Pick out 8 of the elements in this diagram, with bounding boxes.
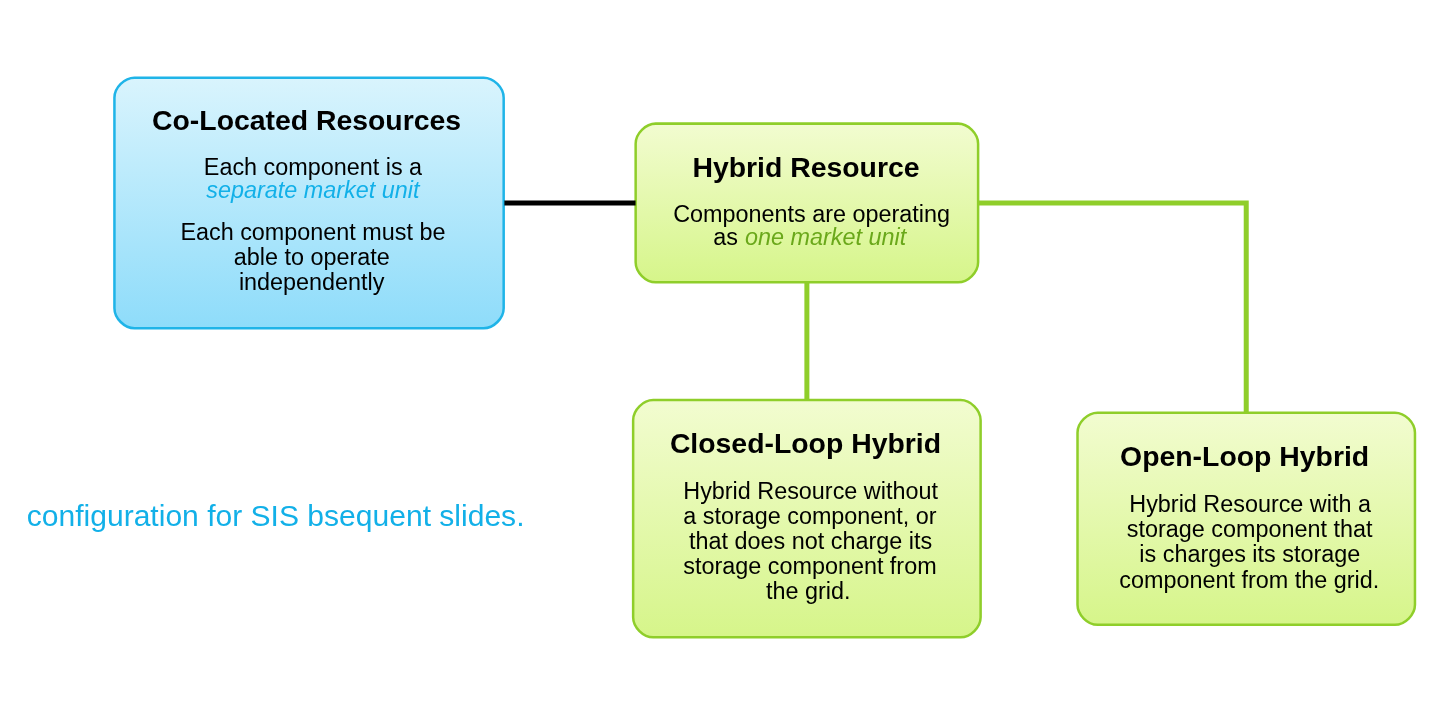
connector (804, 282, 810, 400)
node-box: Closed-Loop Hybrid Hybrid Resource without a storage component, or that does not charge its storage component from the grid. (631, 398, 982, 639)
label: configuration for SIS bsequent slides. (26, 499, 525, 533)
connector (504, 200, 636, 206)
node-box: Open-Loop Hybrid Hybrid Resource with a storage component that is charges its storage component from the grid. (1076, 411, 1417, 627)
node-box: Hybrid Resource Components are operating as one market unit (634, 122, 980, 284)
node-box: Co-Located Resources Each component is a separate market unit Each component must be able to operate independently (113, 76, 505, 330)
connector (978, 200, 1249, 413)
